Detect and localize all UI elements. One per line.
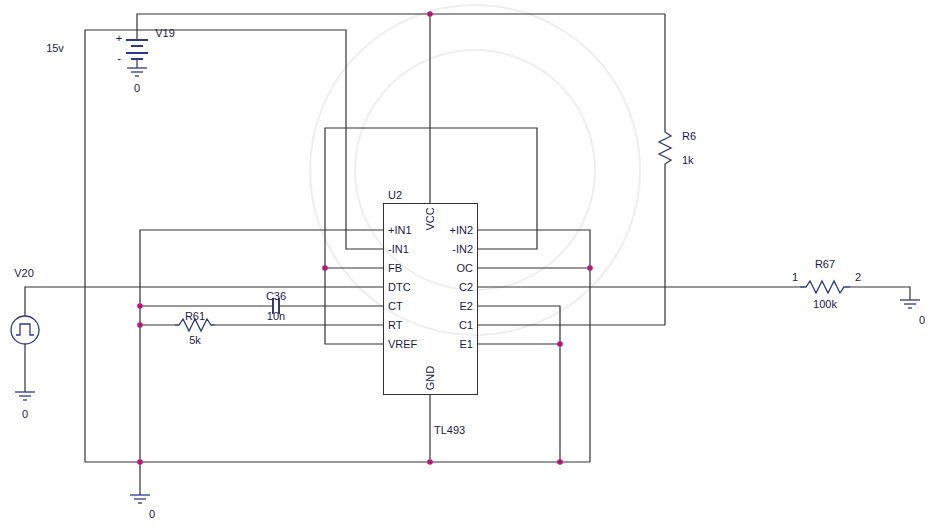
wire [140, 305, 273, 306]
battery-plate [131, 58, 143, 60]
wire [140, 230, 383, 495]
junction-dot [137, 459, 143, 465]
wire [478, 267, 590, 268]
battery-plate [126, 52, 148, 54]
net-name: 0 [919, 314, 925, 327]
component-value: 100k [813, 298, 837, 311]
pin-number: 1 [792, 271, 798, 284]
net-name: 0 [134, 82, 140, 95]
ground-bar [131, 71, 143, 72]
wires [25, 14, 910, 495]
wire [136, 60, 137, 68]
resistor-symbol [659, 128, 671, 168]
resistor-symbol [175, 128, 850, 331]
component-value: 5k [189, 334, 201, 347]
pin-name: FB [388, 262, 402, 275]
pin-name: -IN2 [452, 243, 473, 256]
junction-dot [427, 11, 433, 17]
ground-bar [904, 303, 916, 304]
wire [140, 324, 175, 325]
pin-name: DTC [388, 281, 411, 294]
wire [850, 287, 910, 300]
polarity-mark: - [117, 52, 121, 65]
component-value: 1k [682, 154, 694, 167]
wire [325, 128, 537, 268]
ground-bar [900, 299, 920, 300]
pin-name: E2 [460, 300, 473, 313]
battery-plate [126, 39, 148, 41]
junction-dot [587, 265, 593, 271]
ground-bar [23, 399, 27, 400]
part-reference: V20 [14, 267, 34, 280]
part-reference: R61 [185, 310, 205, 323]
wire [478, 306, 560, 462]
wire [279, 305, 383, 306]
junction-dot [427, 459, 433, 465]
battery-plate [131, 45, 143, 47]
junction-dot [557, 341, 563, 347]
ground-bar [908, 307, 912, 308]
pin-name: C1 [459, 319, 473, 332]
wire [215, 324, 383, 325]
ground-bar [130, 494, 150, 495]
source-circle [11, 316, 39, 344]
watermark-ring [355, 50, 595, 290]
ground-bar [19, 395, 31, 396]
ground-bar [15, 391, 35, 392]
pulse-glyph [16, 324, 34, 335]
pin-name: E1 [460, 338, 473, 351]
part-reference: U2 [388, 189, 402, 202]
wire [429, 395, 430, 462]
pin-name: +IN2 [449, 224, 473, 237]
component-value: 15v [46, 42, 64, 55]
pin-name: OC [457, 262, 474, 275]
ground-bar [135, 75, 139, 76]
pin-number: 2 [855, 271, 861, 284]
wire [85, 30, 383, 462]
ground-symbol [15, 68, 920, 503]
component-value: 10n [267, 310, 285, 323]
wire [478, 343, 560, 344]
pulse-source-symbol [11, 316, 39, 344]
wire [24, 344, 25, 392]
part-reference: C36 [266, 290, 286, 303]
junction-dot [137, 303, 143, 309]
junction-dot [322, 265, 328, 271]
wire [85, 461, 590, 462]
junction-dot [557, 459, 563, 465]
part-reference: V19 [155, 27, 175, 40]
net-name: 0 [149, 508, 155, 521]
resistor-symbol [800, 281, 850, 293]
ground-bar [127, 67, 147, 68]
junction-dot [137, 322, 143, 328]
pin-name: -IN1 [388, 243, 409, 256]
wire [478, 168, 665, 325]
wire [478, 230, 590, 462]
wire [429, 14, 430, 203]
wire [137, 14, 665, 40]
part-reference: R67 [815, 258, 835, 271]
pin-name: C2 [459, 281, 473, 294]
pin-name: VREF [388, 338, 417, 351]
part-reference: R6 [682, 130, 696, 143]
part-number: TL493 [434, 424, 465, 437]
wire [664, 14, 665, 128]
pin-name: CT [388, 300, 403, 313]
pin-name: GND [424, 366, 437, 390]
net-name: 0 [22, 408, 28, 421]
ground-bar [138, 502, 142, 503]
polarity-mark: + [116, 32, 122, 45]
junction-dot [137, 11, 593, 465]
pin-name: VCC [424, 207, 437, 230]
pin-name: +IN1 [388, 224, 412, 237]
pin-name: RT [388, 319, 402, 332]
wire [478, 286, 800, 287]
ground-bar [134, 498, 146, 499]
battery-symbol [126, 40, 148, 59]
